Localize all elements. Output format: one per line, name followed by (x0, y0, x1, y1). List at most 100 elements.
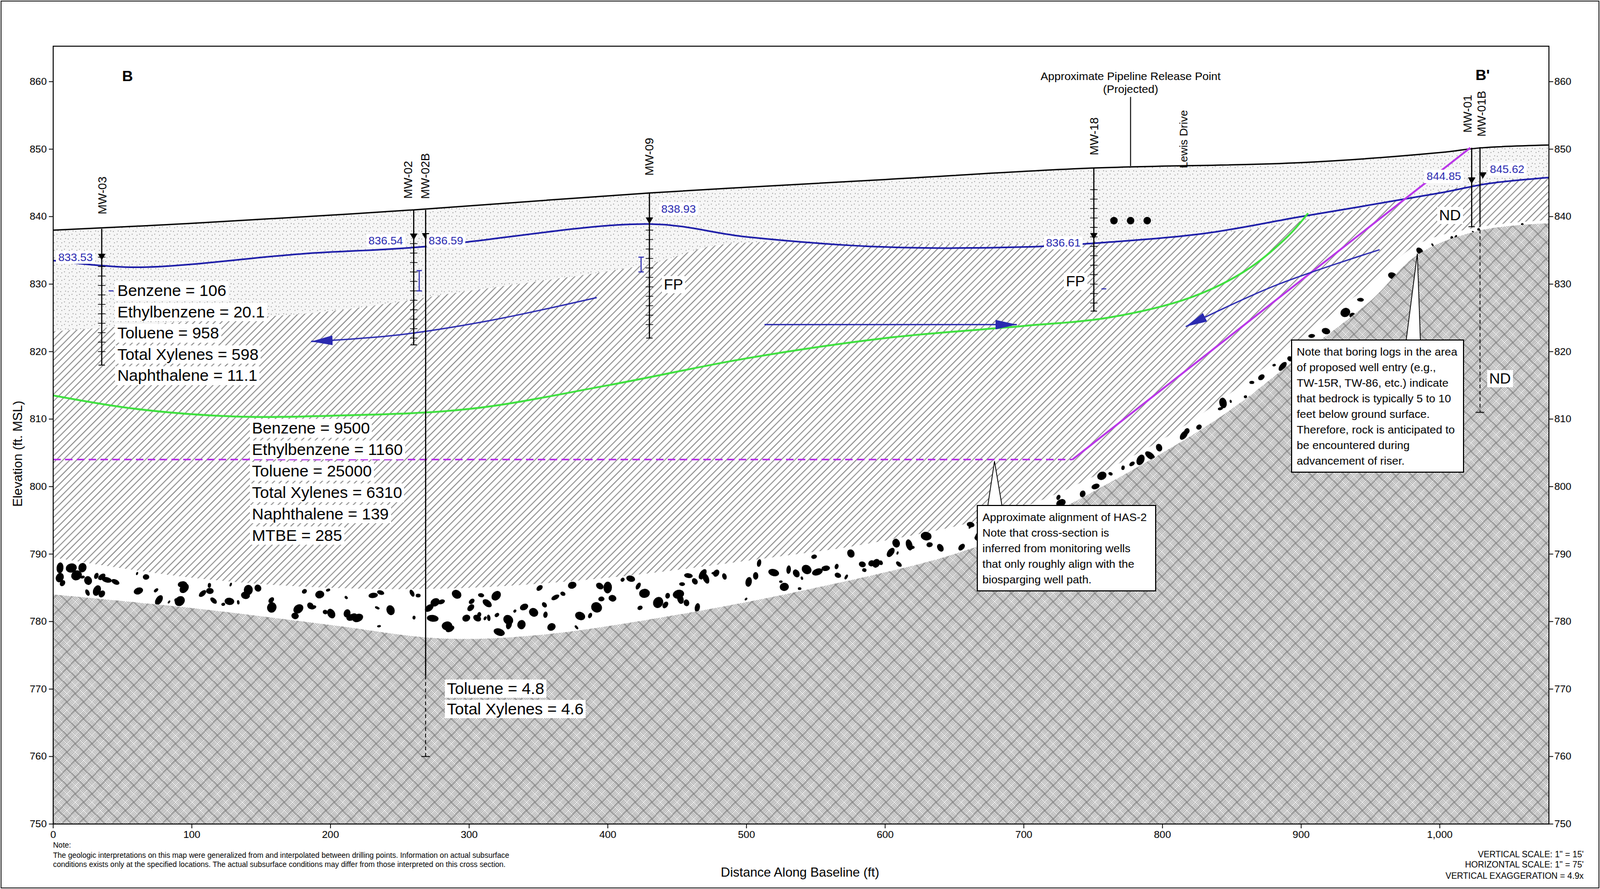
gravel-pebble (597, 596, 605, 602)
axis-tick (48, 553, 54, 556)
gravel-pebble (1128, 460, 1136, 467)
well-label: MW-01B (1474, 90, 1489, 137)
tick-label: 800 (29, 480, 47, 493)
well-label: MW-01 (1460, 94, 1474, 133)
gravel-pebble (800, 576, 804, 581)
gravel-pebble (224, 597, 235, 607)
well-bottom (1475, 412, 1485, 414)
tick-label: 760 (29, 750, 47, 763)
axis-tick (48, 283, 54, 285)
gravel-pebble (101, 575, 113, 584)
product-mark (1101, 288, 1107, 290)
gravel-pebble (291, 602, 306, 616)
gravel-pebble (1095, 470, 1108, 482)
gravel-pebble (1308, 333, 1316, 338)
water-level-value: 845.62 (1487, 162, 1527, 176)
gravel-pebble (956, 542, 967, 552)
gravel-pebble (682, 599, 690, 607)
gravel-pebble (77, 562, 88, 574)
callout-box: Approximate alignment of HAS-2Note that … (976, 505, 1157, 592)
gravel-pebble (265, 601, 278, 614)
axis-tick (48, 486, 54, 488)
gravel-pebble (527, 606, 540, 619)
gravel-pebble (779, 580, 783, 583)
gravel-pebble (460, 613, 472, 624)
gravel-pebble (243, 585, 253, 596)
gravel-pebble (173, 594, 187, 609)
gravel-pebble (512, 608, 517, 614)
gravel-pebble (661, 600, 670, 610)
gravel-pebble (779, 582, 790, 593)
well-screen (645, 305, 654, 306)
tick-label: 900 (1292, 829, 1310, 841)
gravel-pebble (589, 600, 604, 615)
well-screen (409, 280, 418, 282)
gravel-pebble (465, 602, 476, 613)
gravel-pebble (1272, 363, 1277, 367)
well-screen (645, 277, 654, 278)
gravel-pebble (377, 624, 382, 628)
concentration-value: Naphthalene = 11.1 (114, 366, 260, 386)
release-dot (1110, 217, 1118, 225)
tick-label: 1,000 (1426, 829, 1453, 841)
tick-label: 300 (460, 829, 478, 841)
tick-label: 400 (599, 829, 617, 841)
axis-tick (468, 824, 470, 829)
gravel-pebble (84, 588, 91, 597)
tick-label: 100 (183, 829, 201, 841)
well-bottom (410, 344, 417, 346)
axis-tick (1548, 756, 1554, 758)
water-level-symbol (645, 217, 654, 225)
gravel-pebble (408, 588, 416, 598)
tick-label: 500 (738, 829, 756, 841)
gravel-pebble (1107, 471, 1114, 477)
water-level-value: 844.85 (1424, 169, 1463, 183)
gravel-pebble (620, 577, 626, 583)
well-bottom (421, 756, 430, 758)
gravel-pebble (567, 580, 578, 590)
gravel-pebble (444, 624, 456, 634)
geology (53, 145, 1549, 825)
gravel-pebble (1477, 227, 1481, 231)
axis-tick (48, 418, 54, 420)
gravel-pebble (385, 603, 397, 617)
well-screen (1090, 189, 1098, 190)
gravel-pebble (489, 589, 503, 603)
gravel-pebble (1183, 427, 1191, 436)
axis-tick (1162, 824, 1164, 829)
gravel-pebble (603, 581, 612, 594)
free-product-label: FP (1063, 272, 1088, 291)
well-screen (97, 285, 106, 286)
gravel-pebble (904, 538, 914, 552)
gravel-pebble (800, 563, 814, 577)
gravel-pebble (83, 575, 94, 587)
callout-leader (1406, 253, 1421, 341)
gravel-pebble (142, 574, 150, 580)
axis-tick (48, 216, 54, 218)
gravel-pebble (920, 531, 933, 542)
non-detect-label: ND (1487, 370, 1513, 388)
axis-tick (1548, 418, 1554, 420)
gravel-pebble (205, 587, 214, 595)
well-screen (409, 319, 418, 320)
tick-label: 860 (1554, 75, 1572, 88)
gravel-pebble (843, 574, 849, 581)
gravel-pebble (220, 602, 226, 607)
gravel-pebble (376, 589, 385, 596)
axis-tick (1300, 824, 1302, 829)
gravel-pebble (573, 624, 579, 631)
well-screen (409, 290, 418, 292)
gravel-pebble (480, 597, 494, 610)
well-screen (97, 341, 106, 343)
concentration-value: Total Xylenes = 6310 (249, 483, 405, 503)
well-screen (97, 266, 106, 268)
gravel-pebble (744, 576, 753, 588)
callout-leader (987, 461, 1003, 507)
gravel-pebble (505, 618, 514, 631)
tick-label: 770 (29, 683, 47, 696)
gravel-pebble (744, 597, 748, 602)
callout-text: Note that boring logs in the area of pro… (1296, 343, 1459, 469)
gravel-pebble (700, 572, 711, 586)
well-bottom (98, 364, 105, 366)
gravel-pebble (625, 574, 636, 583)
